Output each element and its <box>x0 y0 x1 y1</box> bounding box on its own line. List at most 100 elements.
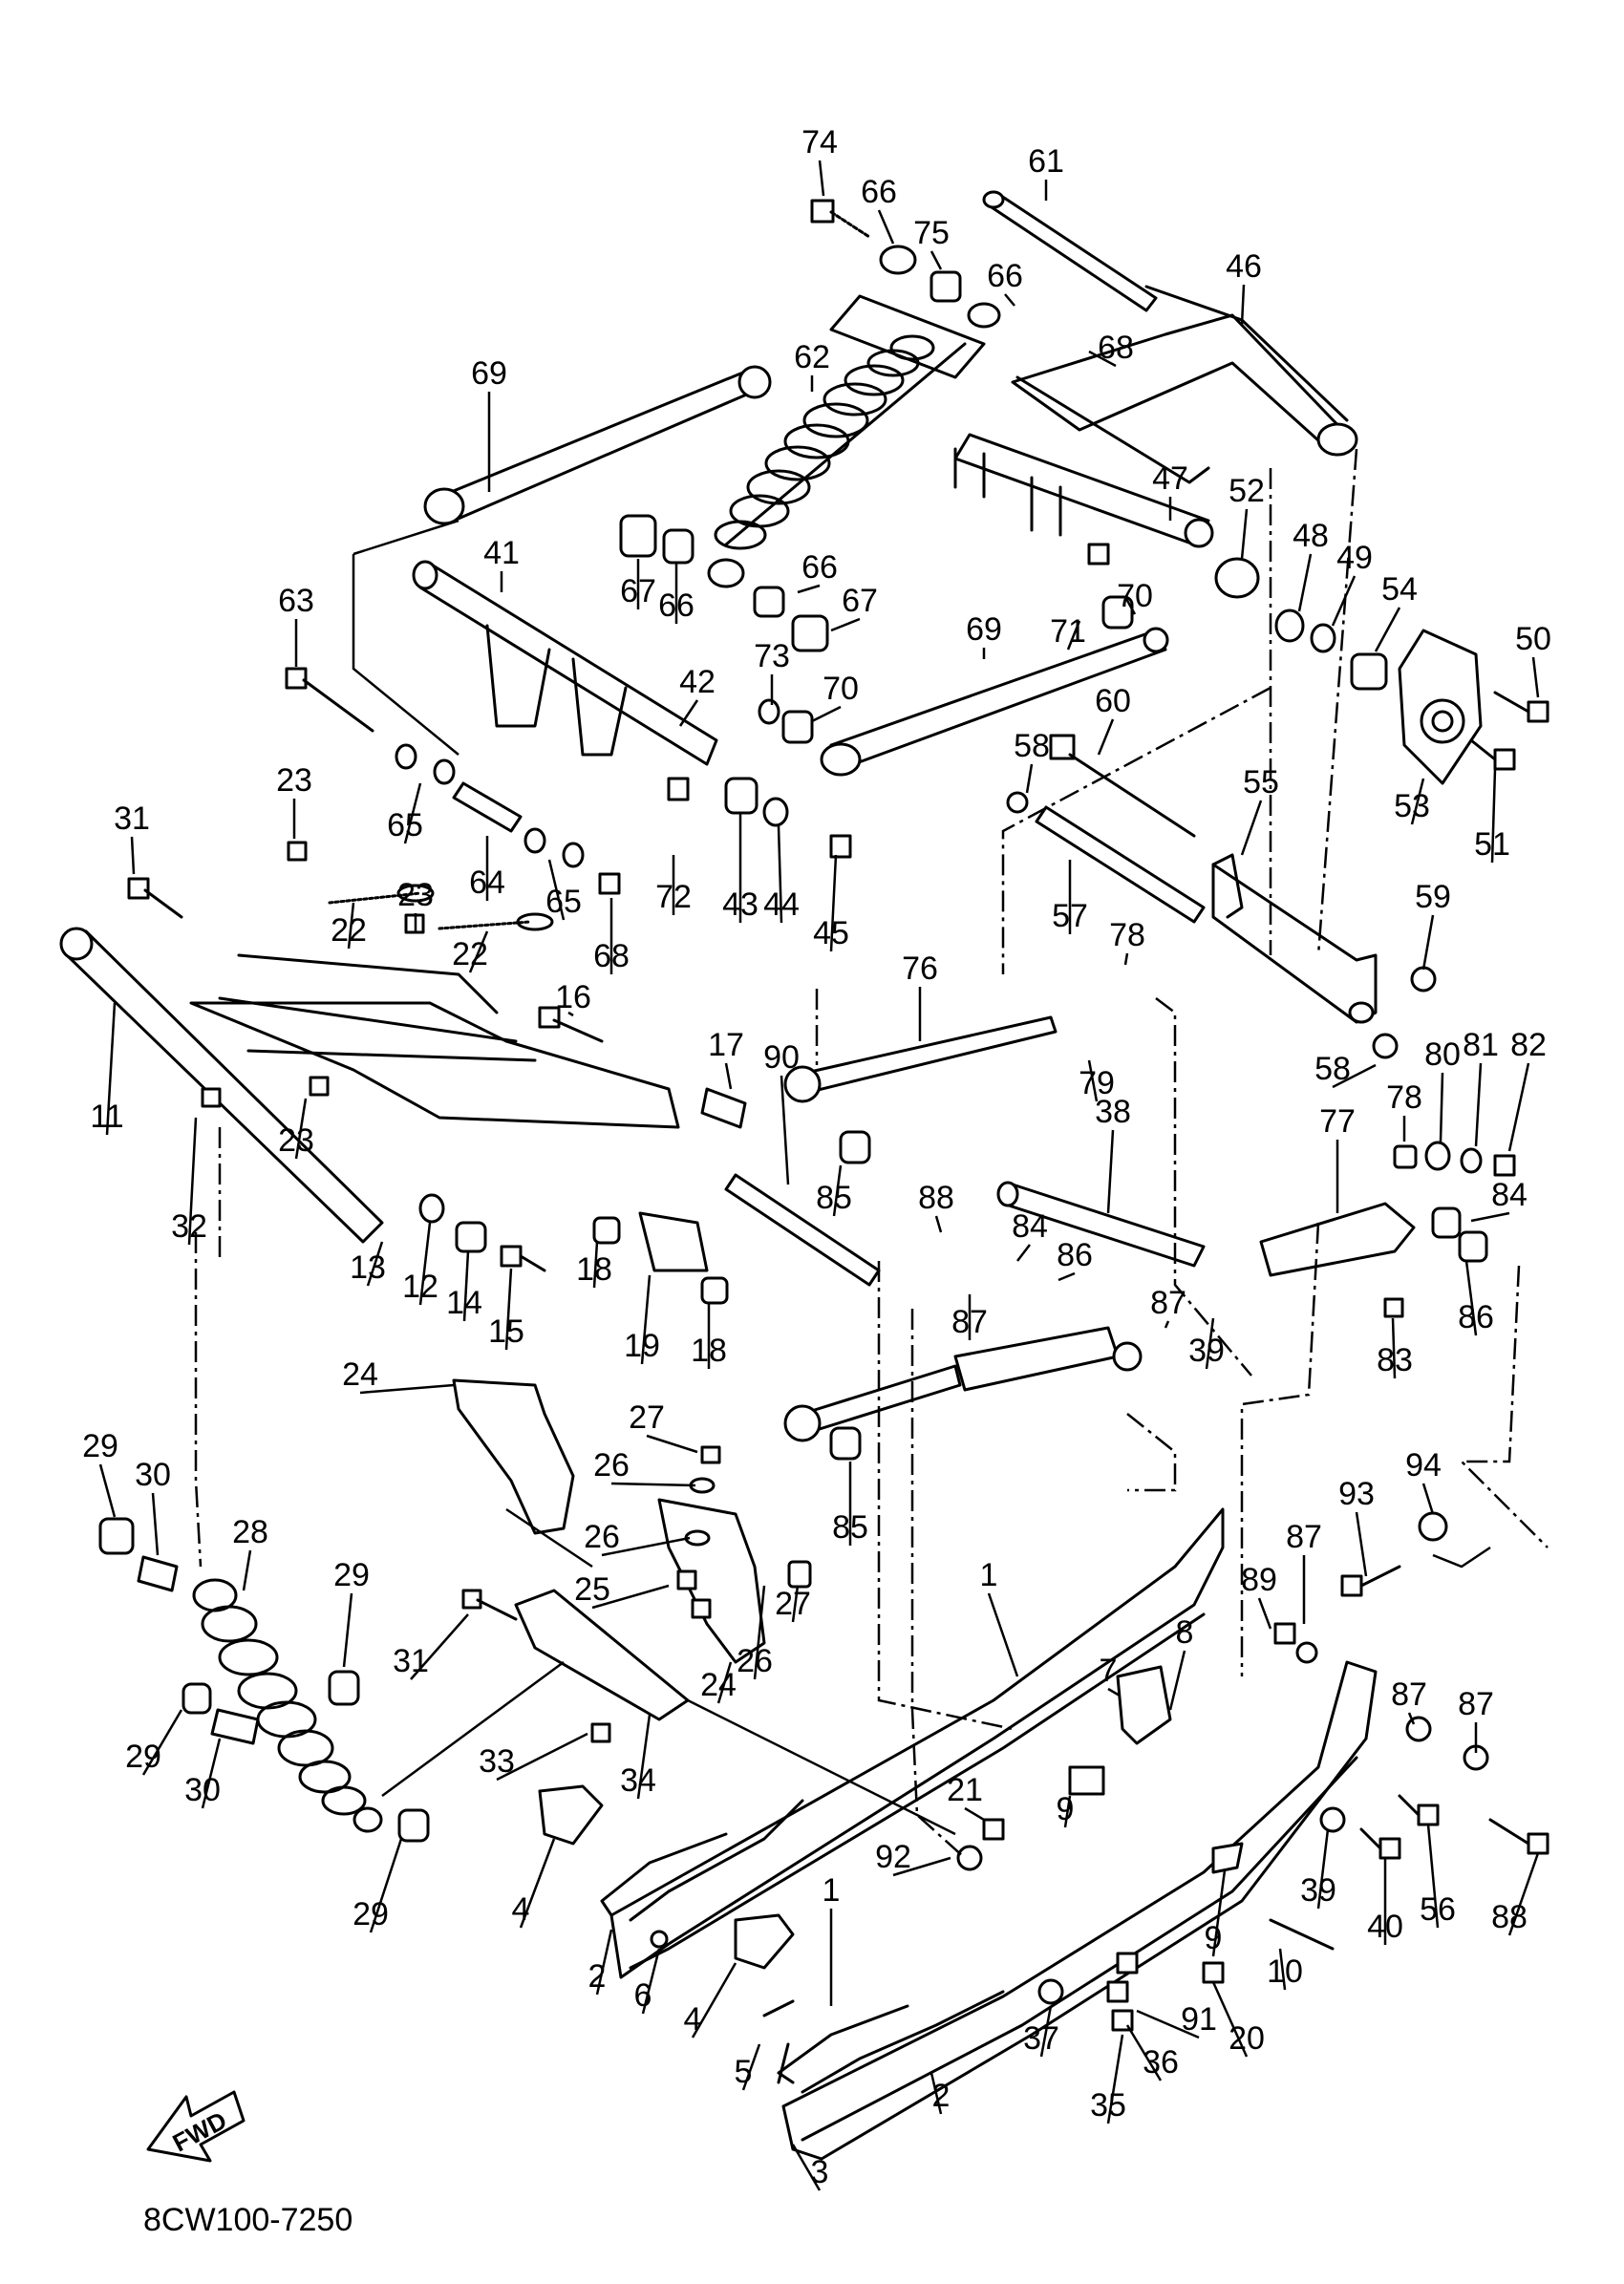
leader-line-52 <box>1240 508 1249 560</box>
leader-line-53 <box>1410 778 1425 825</box>
shaft-61 <box>982 190 1158 312</box>
leader-line-2 <box>930 2072 943 2115</box>
callout-69: 69 <box>966 611 1002 648</box>
leader-line-32 <box>187 1117 198 1246</box>
callout-21: 21 <box>947 1772 983 1808</box>
leader-line-79 <box>1087 1059 1099 1102</box>
shock-absorber-28 <box>192 1578 383 1833</box>
callout-52: 52 <box>1229 473 1265 509</box>
leader-line-90 <box>780 1075 790 1185</box>
link-rod-69-lower <box>820 627 1169 777</box>
callout-47: 47 <box>1152 460 1188 497</box>
callout-25: 25 <box>574 1571 610 1608</box>
callout-16: 16 <box>555 979 591 1015</box>
bolts-lower-right <box>1273 1511 1549 1860</box>
callout-31: 31 <box>393 1643 429 1679</box>
leader-line-42 <box>678 699 699 727</box>
callout-2: 2 <box>932 2078 951 2114</box>
callout-84: 84 <box>1012 1208 1048 1245</box>
bolts-50-51 <box>1469 691 1549 771</box>
callout-66: 66 <box>987 258 1023 294</box>
callout-29: 29 <box>125 1739 161 1775</box>
callout-3: 3 <box>811 2154 829 2190</box>
leader-line-50 <box>1531 656 1540 698</box>
callout-26: 26 <box>584 1519 620 1555</box>
pivot-shaft-47 <box>953 433 1214 548</box>
leader-line-24 <box>716 1661 733 1704</box>
leader-line-94 <box>1421 1483 1435 1515</box>
leader-line-89 <box>1257 1597 1272 1630</box>
callout-7: 7 <box>1100 1653 1118 1689</box>
leader-line-26 <box>753 1585 766 1680</box>
shaft-76 <box>783 1015 1058 1164</box>
callout-29: 29 <box>82 1428 118 1464</box>
collars-29-30 <box>98 1517 430 1843</box>
leader-line-12 <box>418 1222 432 1306</box>
nuts-23 <box>201 841 425 1108</box>
leader-line-23 <box>294 1098 308 1160</box>
callout-41: 41 <box>483 535 520 571</box>
damper-mid <box>783 1326 1143 1461</box>
bolt-74 <box>810 199 871 239</box>
leader-line-22 <box>468 930 489 973</box>
callout-29: 29 <box>333 1557 370 1593</box>
leader-line-92 <box>892 1856 951 1877</box>
diagram-code: 8CW100-7250 <box>143 2202 353 2238</box>
leader-line-26 <box>610 1482 696 1487</box>
callout-60: 60 <box>1095 683 1131 719</box>
small-bushings-mid <box>667 543 1134 859</box>
callout-2: 2 <box>588 1958 607 1995</box>
leader-line-46 <box>1240 284 1246 326</box>
callout-87: 87 <box>1458 1686 1494 1722</box>
leader-line-70 <box>1123 596 1137 615</box>
leader-line-71 <box>1066 620 1081 651</box>
callout-46: 46 <box>1226 248 1262 285</box>
leader-line-84 <box>1470 1211 1510 1223</box>
callout-24: 24 <box>342 1356 378 1393</box>
callout-49: 49 <box>1336 540 1373 576</box>
leader-line-29 <box>98 1463 117 1518</box>
callout-78: 78 <box>1109 917 1145 953</box>
callout-94: 94 <box>1405 1447 1442 1484</box>
callout-66: 66 <box>801 549 838 586</box>
front-arm-11 <box>59 927 680 1244</box>
leader-line-28 <box>242 1549 252 1591</box>
leader-line-65 <box>403 782 422 844</box>
leader-line-78 <box>1123 952 1129 966</box>
stopper-24-lower <box>657 1445 812 1664</box>
leader-line-11 <box>105 1002 117 1136</box>
callout-81: 81 <box>1463 1027 1499 1063</box>
pivot-shaft-41 <box>412 560 718 766</box>
leader-line-65 <box>547 859 566 921</box>
collar-66-top <box>879 245 962 303</box>
callout-87: 87 <box>1150 1285 1186 1321</box>
leader-line-44 <box>777 825 783 924</box>
leader-line-21 <box>964 1806 985 1822</box>
leader-line-58 <box>1332 1063 1377 1089</box>
bracket-77 <box>1259 1141 1516 1318</box>
shaft-90 <box>724 1173 881 1287</box>
leader-line-29 <box>369 1838 403 1933</box>
bracket-7-8 <box>1068 1665 1244 1874</box>
callout-55: 55 <box>1243 764 1279 800</box>
leader-line-67 <box>830 617 861 632</box>
leader-line-14 <box>462 1250 470 1322</box>
callout-89: 89 <box>1241 1562 1277 1598</box>
leader-line-58 <box>1025 763 1034 794</box>
leader-line-68 <box>1088 350 1117 368</box>
callout-92: 92 <box>875 1839 911 1875</box>
callout-53: 53 <box>1394 788 1430 824</box>
leader-line-84 <box>1016 1244 1031 1262</box>
leader-line-55 <box>1240 800 1263 856</box>
callout-58: 58 <box>1014 728 1050 764</box>
callout-27: 27 <box>629 1399 665 1436</box>
callout-23: 23 <box>397 877 434 913</box>
callout-13: 13 <box>350 1249 386 1286</box>
callout-62: 62 <box>794 339 830 375</box>
callout-87: 87 <box>1391 1676 1427 1713</box>
callout-4: 4 <box>684 2001 702 2038</box>
callout-61: 61 <box>1028 143 1064 180</box>
leader-line-80 <box>1439 1072 1444 1142</box>
callout-36: 36 <box>1143 2044 1179 2081</box>
collars-67-66 <box>619 514 829 652</box>
